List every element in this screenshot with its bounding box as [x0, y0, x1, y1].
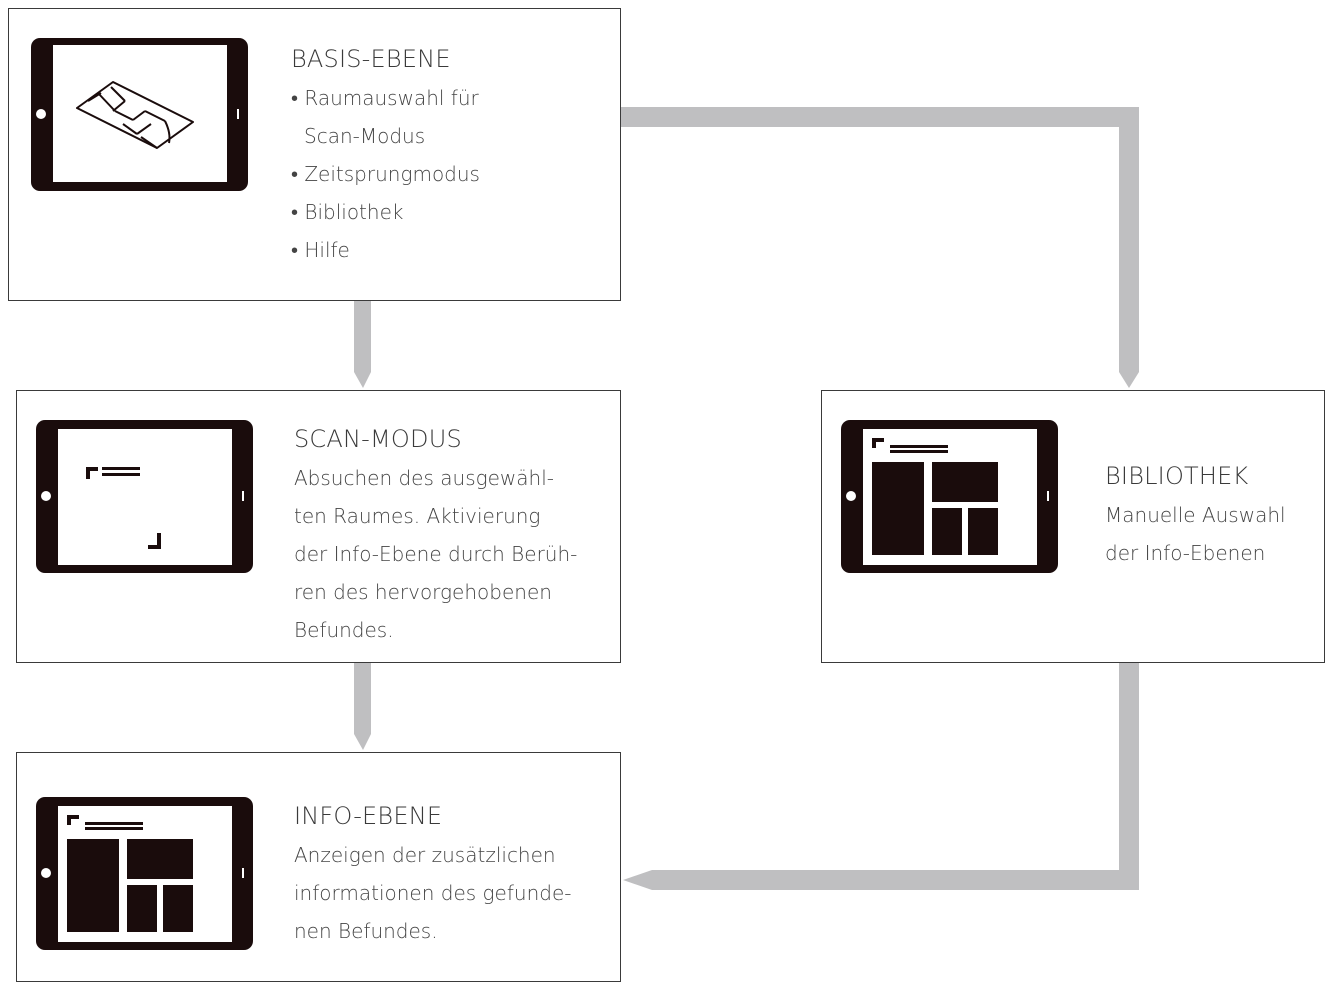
marker-line [102, 473, 140, 476]
header-corner [872, 438, 884, 442]
node-line: Befundes. [294, 618, 394, 642]
layout-block-large [67, 839, 119, 932]
node-scan-text: SCAN-MODUS Absuchen des ausgewähl- ten R… [294, 424, 577, 649]
node-line: Scan-Modus [304, 124, 426, 148]
node-line: • Raumauswahl für [291, 86, 479, 110]
header-line [85, 827, 143, 830]
node-line: Manuelle Auswahl [1105, 503, 1286, 527]
marker-corner [157, 533, 161, 549]
node-line: der Info-Ebene durch Berüh- [294, 542, 578, 566]
connector-basis-to-scan [354, 300, 371, 388]
layout-block-wide [932, 462, 998, 502]
node-line: nen Befundes. [294, 919, 438, 943]
tablet-home-button [237, 109, 239, 119]
tablet-camera [846, 491, 856, 501]
layout-block-small [163, 885, 193, 932]
header-corner [67, 815, 71, 825]
node-line: Absuchen des ausgewähl- [294, 466, 554, 490]
node-description: Absuchen des ausgewähl- ten Raumes. Akti… [294, 459, 577, 649]
node-line: der Info-Ebenen [1105, 541, 1266, 565]
tablet-screen [58, 806, 232, 942]
header-corner [67, 815, 79, 819]
header-corner [872, 438, 876, 448]
tablet-camera [41, 868, 51, 878]
layout-block-small [968, 508, 998, 555]
layout-block-wide [127, 839, 193, 879]
marker-corner [86, 467, 90, 479]
tablet-camera [41, 491, 51, 501]
node-description: Anzeigen der zusätzlichen informationen … [294, 836, 571, 950]
connector-scan-to-info [354, 662, 371, 750]
tablet-home-button [242, 868, 244, 878]
tablet-device [31, 38, 248, 191]
header-line [890, 445, 948, 448]
header-line [85, 822, 143, 825]
node-title: INFO-EBENE [294, 802, 443, 830]
node-line: ten Raumes. Aktivierung [294, 504, 541, 528]
node-title: SCAN-MODUS [294, 425, 462, 453]
marker-corner [148, 545, 161, 549]
node-basis-text: BASIS-EBENE • Raumauswahl für Scan-Modus… [291, 44, 480, 269]
node-info-ebene: INFO-EBENE Anzeigen der zusätzlichen inf… [16, 752, 621, 982]
node-line: ren des hervorgehobenen [294, 580, 552, 604]
tablet-home-button [242, 491, 244, 501]
layout-block-large [872, 462, 924, 555]
node-title: BASIS-EBENE [291, 45, 451, 73]
node-line: • Zeitsprungmodus [291, 162, 480, 186]
tablet-screen [53, 45, 227, 182]
node-scan-modus: SCAN-MODUS Absuchen des ausgewähl- ten R… [16, 390, 621, 663]
node-line: • Hilfe [291, 238, 350, 262]
node-info-text: INFO-EBENE Anzeigen der zusätzlichen inf… [294, 801, 571, 950]
node-basis-ebene: BASIS-EBENE • Raumauswahl für Scan-Modus… [8, 8, 621, 301]
tablet-device [841, 420, 1058, 573]
tablet-device [36, 797, 253, 950]
floor-plan-icon [76, 81, 194, 149]
node-bibliothek: BIBLIOTHEK Manuelle Auswahl der Info-Ebe… [821, 390, 1325, 663]
node-title: BIBLIOTHEK [1105, 462, 1249, 490]
marker-line [102, 467, 140, 470]
tablet-home-button [1047, 491, 1049, 501]
header-line [890, 450, 948, 453]
tablet-screen [58, 429, 232, 565]
tablet-camera [36, 109, 46, 119]
node-line: informationen des gefunde- [294, 881, 572, 905]
layout-block-small [127, 885, 157, 932]
connector-basis-to-bibliothek [620, 107, 1139, 388]
marker-corner [86, 467, 98, 471]
node-description: Manuelle Auswahl der Info-Ebenen [1105, 496, 1286, 572]
node-line: • Bibliothek [291, 200, 404, 224]
tablet-device [36, 420, 253, 573]
node-line: Anzeigen der zusätzlichen [294, 843, 556, 867]
node-description: • Raumauswahl für Scan-Modus • Zeitsprun… [291, 79, 480, 269]
node-bibliothek-text: BIBLIOTHEK Manuelle Auswahl der Info-Ebe… [1105, 461, 1286, 572]
layout-block-small [932, 508, 962, 555]
connector-bibliothek-to-info [623, 662, 1139, 890]
tablet-screen [863, 429, 1037, 565]
